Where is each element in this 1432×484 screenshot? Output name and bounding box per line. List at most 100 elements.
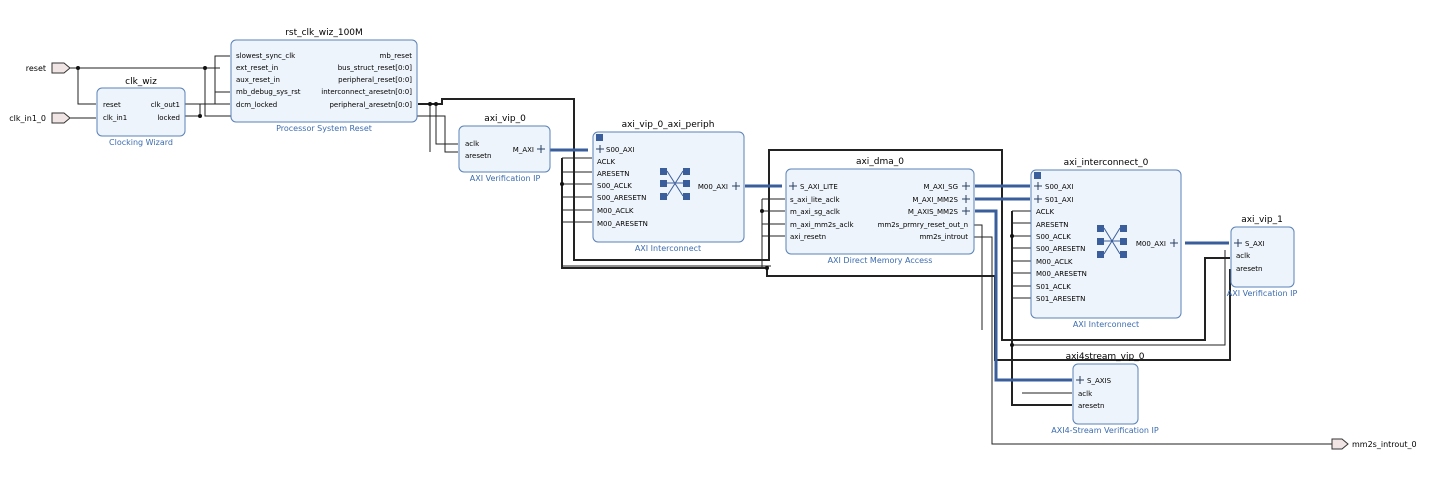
pin-label: m_axi_mm2s_aclk bbox=[790, 221, 855, 229]
block-body[interactable] bbox=[592, 131, 745, 243]
block-title: rst_clk_wiz_100M bbox=[285, 28, 363, 38]
pin-label: mm2s_introut bbox=[919, 233, 968, 241]
pin-label: s_axi_lite_aclk bbox=[790, 196, 841, 204]
block-subtitle: AXI4-Stream Verification IP bbox=[1051, 426, 1159, 435]
pin-label: ARESETN bbox=[597, 170, 629, 178]
pin-label: aresetn bbox=[1078, 402, 1104, 410]
pin-label: m_axi_sg_aclk bbox=[790, 208, 841, 216]
block-subtitle: AXI Direct Memory Access bbox=[828, 256, 933, 265]
block-subtitle: AXI Interconnect bbox=[635, 244, 701, 253]
pin-label: clk_in1 bbox=[103, 114, 127, 122]
pin-label: S00_ACLK bbox=[1036, 233, 1071, 241]
output-port-icon bbox=[1331, 438, 1349, 450]
pin-label: M_AXI_SG bbox=[923, 183, 958, 191]
pin-label: ACLK bbox=[1036, 208, 1054, 216]
port-reset[interactable]: reset bbox=[26, 62, 71, 74]
block-title: axi_vip_0 bbox=[484, 114, 526, 124]
block-body[interactable] bbox=[785, 168, 975, 255]
pin-label: S00_ACLK bbox=[597, 182, 632, 190]
expand-plus-icon[interactable] bbox=[1076, 376, 1084, 384]
block-body[interactable] bbox=[458, 125, 551, 173]
pin-label: mb_debug_sys_rst bbox=[236, 88, 301, 96]
pin-label: M00_ACLK bbox=[597, 207, 634, 215]
block-axi_vip_0[interactable]: axi_vip_0 aclk aresetn M_AXI AXI Verific… bbox=[458, 114, 551, 183]
port-clk_in1_0[interactable]: clk_in1_0 bbox=[9, 112, 71, 124]
block-body[interactable] bbox=[96, 87, 186, 137]
port-mm2s_introut_0-label: mm2s_introut_0 bbox=[1352, 440, 1417, 449]
expand-plus-icon[interactable] bbox=[596, 145, 604, 153]
pin-label: S_AXI bbox=[1245, 240, 1265, 248]
block-title: axi4stream_vip_0 bbox=[1066, 352, 1145, 362]
pin-label: S01_ARESETN bbox=[1036, 295, 1085, 303]
pin-label: ACLK bbox=[597, 158, 615, 166]
pin-label: M_AXI_MM2S bbox=[912, 196, 958, 204]
crossbar-icon bbox=[660, 168, 690, 200]
pin-label: aux_reset_in bbox=[236, 76, 280, 84]
pin-label: aclk bbox=[465, 140, 480, 148]
net-junctions bbox=[76, 66, 1014, 347]
block-body[interactable] bbox=[1030, 169, 1182, 319]
pin-label: M_AXIS_MM2S bbox=[908, 208, 959, 216]
block-body[interactable] bbox=[1072, 363, 1139, 425]
port-mm2s_introut_0[interactable]: mm2s_introut_0 bbox=[1331, 438, 1417, 450]
crossbar-icon bbox=[1097, 225, 1127, 258]
block-title: axi_vip_1 bbox=[1241, 215, 1283, 225]
expand-plus-icon[interactable] bbox=[962, 207, 970, 215]
pin-label: aresetn bbox=[465, 152, 491, 160]
block-title: axi_dma_0 bbox=[856, 157, 904, 167]
expand-plus-icon[interactable] bbox=[1034, 182, 1042, 190]
pin-label: clk_out1 bbox=[151, 101, 180, 109]
expand-plus-icon[interactable] bbox=[732, 182, 740, 190]
pin-label: S00_AXI bbox=[1045, 183, 1074, 191]
pin-label: S01_AXI bbox=[1045, 196, 1074, 204]
expand-plus-icon[interactable] bbox=[1234, 239, 1242, 247]
block-body[interactable] bbox=[1230, 226, 1295, 288]
pin-label: ext_reset_in bbox=[236, 64, 278, 72]
block-subtitle: AXI Verification IP bbox=[1227, 289, 1298, 298]
port-clk_in1_0-label: clk_in1_0 bbox=[9, 114, 46, 123]
block-subtitle: AXI Verification IP bbox=[470, 174, 541, 183]
pin-label: M00_ACLK bbox=[1036, 258, 1073, 266]
expand-plus-icon[interactable] bbox=[1034, 195, 1042, 203]
pin-label: M_AXI bbox=[513, 146, 534, 154]
pin-label: dcm_locked bbox=[236, 101, 277, 109]
pin-label: axi_resetn bbox=[790, 233, 826, 241]
axi-buses bbox=[548, 148, 1229, 382]
nets bbox=[70, 55, 1332, 445]
block-axi4stream_vip_0[interactable]: axi4stream_vip_0 S_AXIS aclk aresetn AXI… bbox=[1051, 352, 1159, 435]
block-title: axi_interconnect_0 bbox=[1064, 158, 1149, 168]
expand-plus-icon[interactable] bbox=[962, 182, 970, 190]
input-port-icon bbox=[51, 112, 71, 124]
pin-label: mb_reset bbox=[380, 52, 413, 60]
expand-plus-icon[interactable] bbox=[789, 182, 797, 190]
pin-label: S01_ACLK bbox=[1036, 283, 1071, 291]
pin-label: S00_ARESETN bbox=[1036, 245, 1085, 253]
expand-plus-icon[interactable] bbox=[1170, 239, 1178, 247]
block-clk_wiz[interactable]: clk_wiz reset clk_in1 clk_out1 locked Cl… bbox=[96, 77, 186, 147]
pin-label: M00_ARESETN bbox=[1036, 270, 1087, 278]
collapse-icon[interactable] bbox=[1034, 172, 1041, 179]
block-axi_vip_1[interactable]: axi_vip_1 S_AXI aclk aresetn AXI Verific… bbox=[1227, 215, 1298, 298]
pin-label: bus_struct_reset[0:0] bbox=[338, 64, 413, 72]
pin-label: mm2s_prmry_reset_out_n bbox=[878, 221, 968, 229]
pin-label: reset bbox=[103, 101, 121, 109]
pin-label: S_AXI_LITE bbox=[800, 183, 838, 191]
pin-label: slowest_sync_clk bbox=[236, 52, 296, 60]
block-axi_vip_0_axi_periph[interactable]: axi_vip_0_axi_periph S00_AXI ACLK ARESET… bbox=[592, 120, 745, 253]
block-axi_interconnect_0[interactable]: axi_interconnect_0 S00_AXI S01_AXI ACLK … bbox=[1030, 158, 1182, 329]
collapse-icon[interactable] bbox=[596, 134, 603, 141]
block-axi_dma_0[interactable]: axi_dma_0 S_AXI_LITE s_axi_lite_aclk m_a… bbox=[785, 157, 975, 265]
pin-label: interconnect_aresetn[0:0] bbox=[321, 88, 412, 96]
pin-label: S_AXIS bbox=[1087, 377, 1112, 385]
block-subtitle: Clocking Wizard bbox=[109, 138, 173, 147]
expand-plus-icon[interactable] bbox=[962, 195, 970, 203]
pin-label: peripheral_reset[0:0] bbox=[338, 76, 412, 84]
pin-label: aclk bbox=[1236, 252, 1251, 260]
block-title: clk_wiz bbox=[125, 77, 157, 87]
block-body[interactable] bbox=[230, 39, 418, 123]
pin-label: S00_AXI bbox=[606, 146, 635, 154]
pin-label: aclk bbox=[1078, 390, 1093, 398]
expand-plus-icon[interactable] bbox=[537, 145, 545, 153]
block-rst_clk_wiz_100M[interactable]: rst_clk_wiz_100M slowest_sync_clk ext_re… bbox=[230, 28, 418, 133]
